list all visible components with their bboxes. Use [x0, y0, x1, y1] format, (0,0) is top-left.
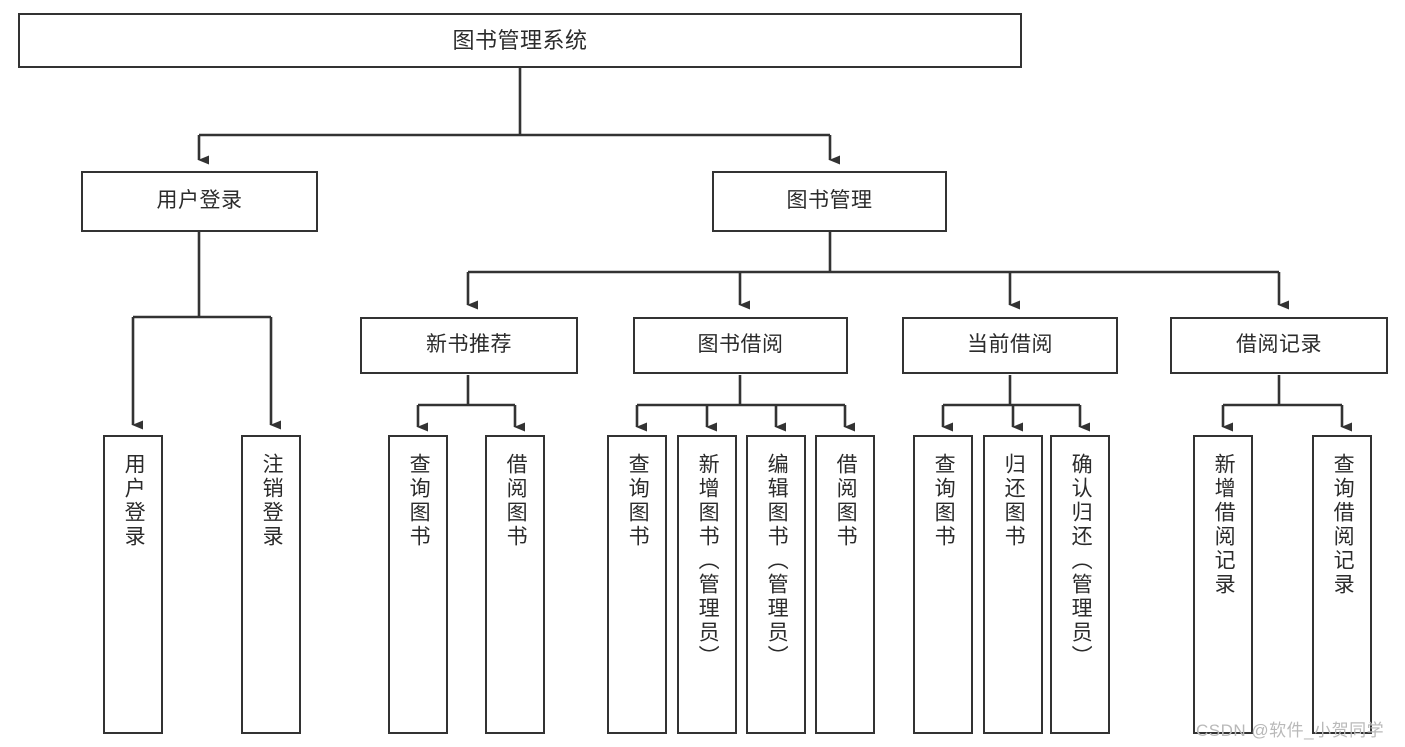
node-label: 编辑图书（管理员）	[765, 453, 789, 669]
node-label: 查询图书	[626, 453, 650, 549]
node-label: 用户登录	[122, 453, 146, 549]
leaf-user-login-signin[interactable]: 用户登录	[103, 435, 163, 734]
node-label: 查询图书	[932, 453, 956, 549]
leaf-borrow-edit-book-admin[interactable]: 编辑图书（管理员）	[746, 435, 806, 734]
leaf-current-query-book[interactable]: 查询图书	[913, 435, 973, 734]
node-label: 借阅图书	[504, 453, 528, 549]
node-user-login[interactable]: 用户登录	[81, 171, 318, 232]
node-label: 新增借阅记录	[1212, 453, 1236, 597]
node-label: 当前借阅	[967, 333, 1053, 357]
node-label: 新增图书（管理员）	[696, 453, 720, 669]
leaf-record-add-record[interactable]: 新增借阅记录	[1193, 435, 1253, 734]
leaf-current-confirm-return-admin[interactable]: 确认归还（管理员）	[1050, 435, 1110, 734]
node-label: 借阅记录	[1236, 333, 1322, 357]
node-current-borrow[interactable]: 当前借阅	[902, 317, 1118, 374]
node-label: 图书管理系统	[452, 27, 588, 53]
node-label: 确认归还（管理员）	[1069, 453, 1093, 669]
leaf-borrow-borrow-book[interactable]: 借阅图书	[815, 435, 875, 734]
node-label: 用户登录	[156, 189, 243, 213]
node-label: 归还图书	[1002, 453, 1026, 549]
node-borrow-record[interactable]: 借阅记录	[1170, 317, 1388, 374]
node-label: 查询图书	[407, 453, 431, 549]
node-label: 图书管理	[786, 189, 873, 213]
node-label: 图书借阅	[697, 333, 784, 357]
leaf-recommend-borrow-book[interactable]: 借阅图书	[485, 435, 545, 734]
leaf-record-query-record[interactable]: 查询借阅记录	[1312, 435, 1372, 734]
leaf-current-return-book[interactable]: 归还图书	[983, 435, 1043, 734]
node-label: 新书推荐	[426, 333, 512, 357]
leaf-user-login-signout[interactable]: 注销登录	[241, 435, 301, 734]
node-new-book-recommend[interactable]: 新书推荐	[360, 317, 578, 374]
node-label: 借阅图书	[834, 453, 858, 549]
csdn-watermark: CSDN @软件_小贺同学	[1196, 721, 1385, 740]
node-label: 注销登录	[260, 453, 284, 549]
node-label: 查询借阅记录	[1331, 453, 1355, 597]
node-book-borrow[interactable]: 图书借阅	[633, 317, 848, 374]
node-book-management[interactable]: 图书管理	[712, 171, 947, 232]
leaf-borrow-query-book[interactable]: 查询图书	[607, 435, 667, 734]
leaf-borrow-add-book-admin[interactable]: 新增图书（管理员）	[677, 435, 737, 734]
leaf-recommend-query-book[interactable]: 查询图书	[388, 435, 448, 734]
node-root-system[interactable]: 图书管理系统	[18, 13, 1022, 68]
